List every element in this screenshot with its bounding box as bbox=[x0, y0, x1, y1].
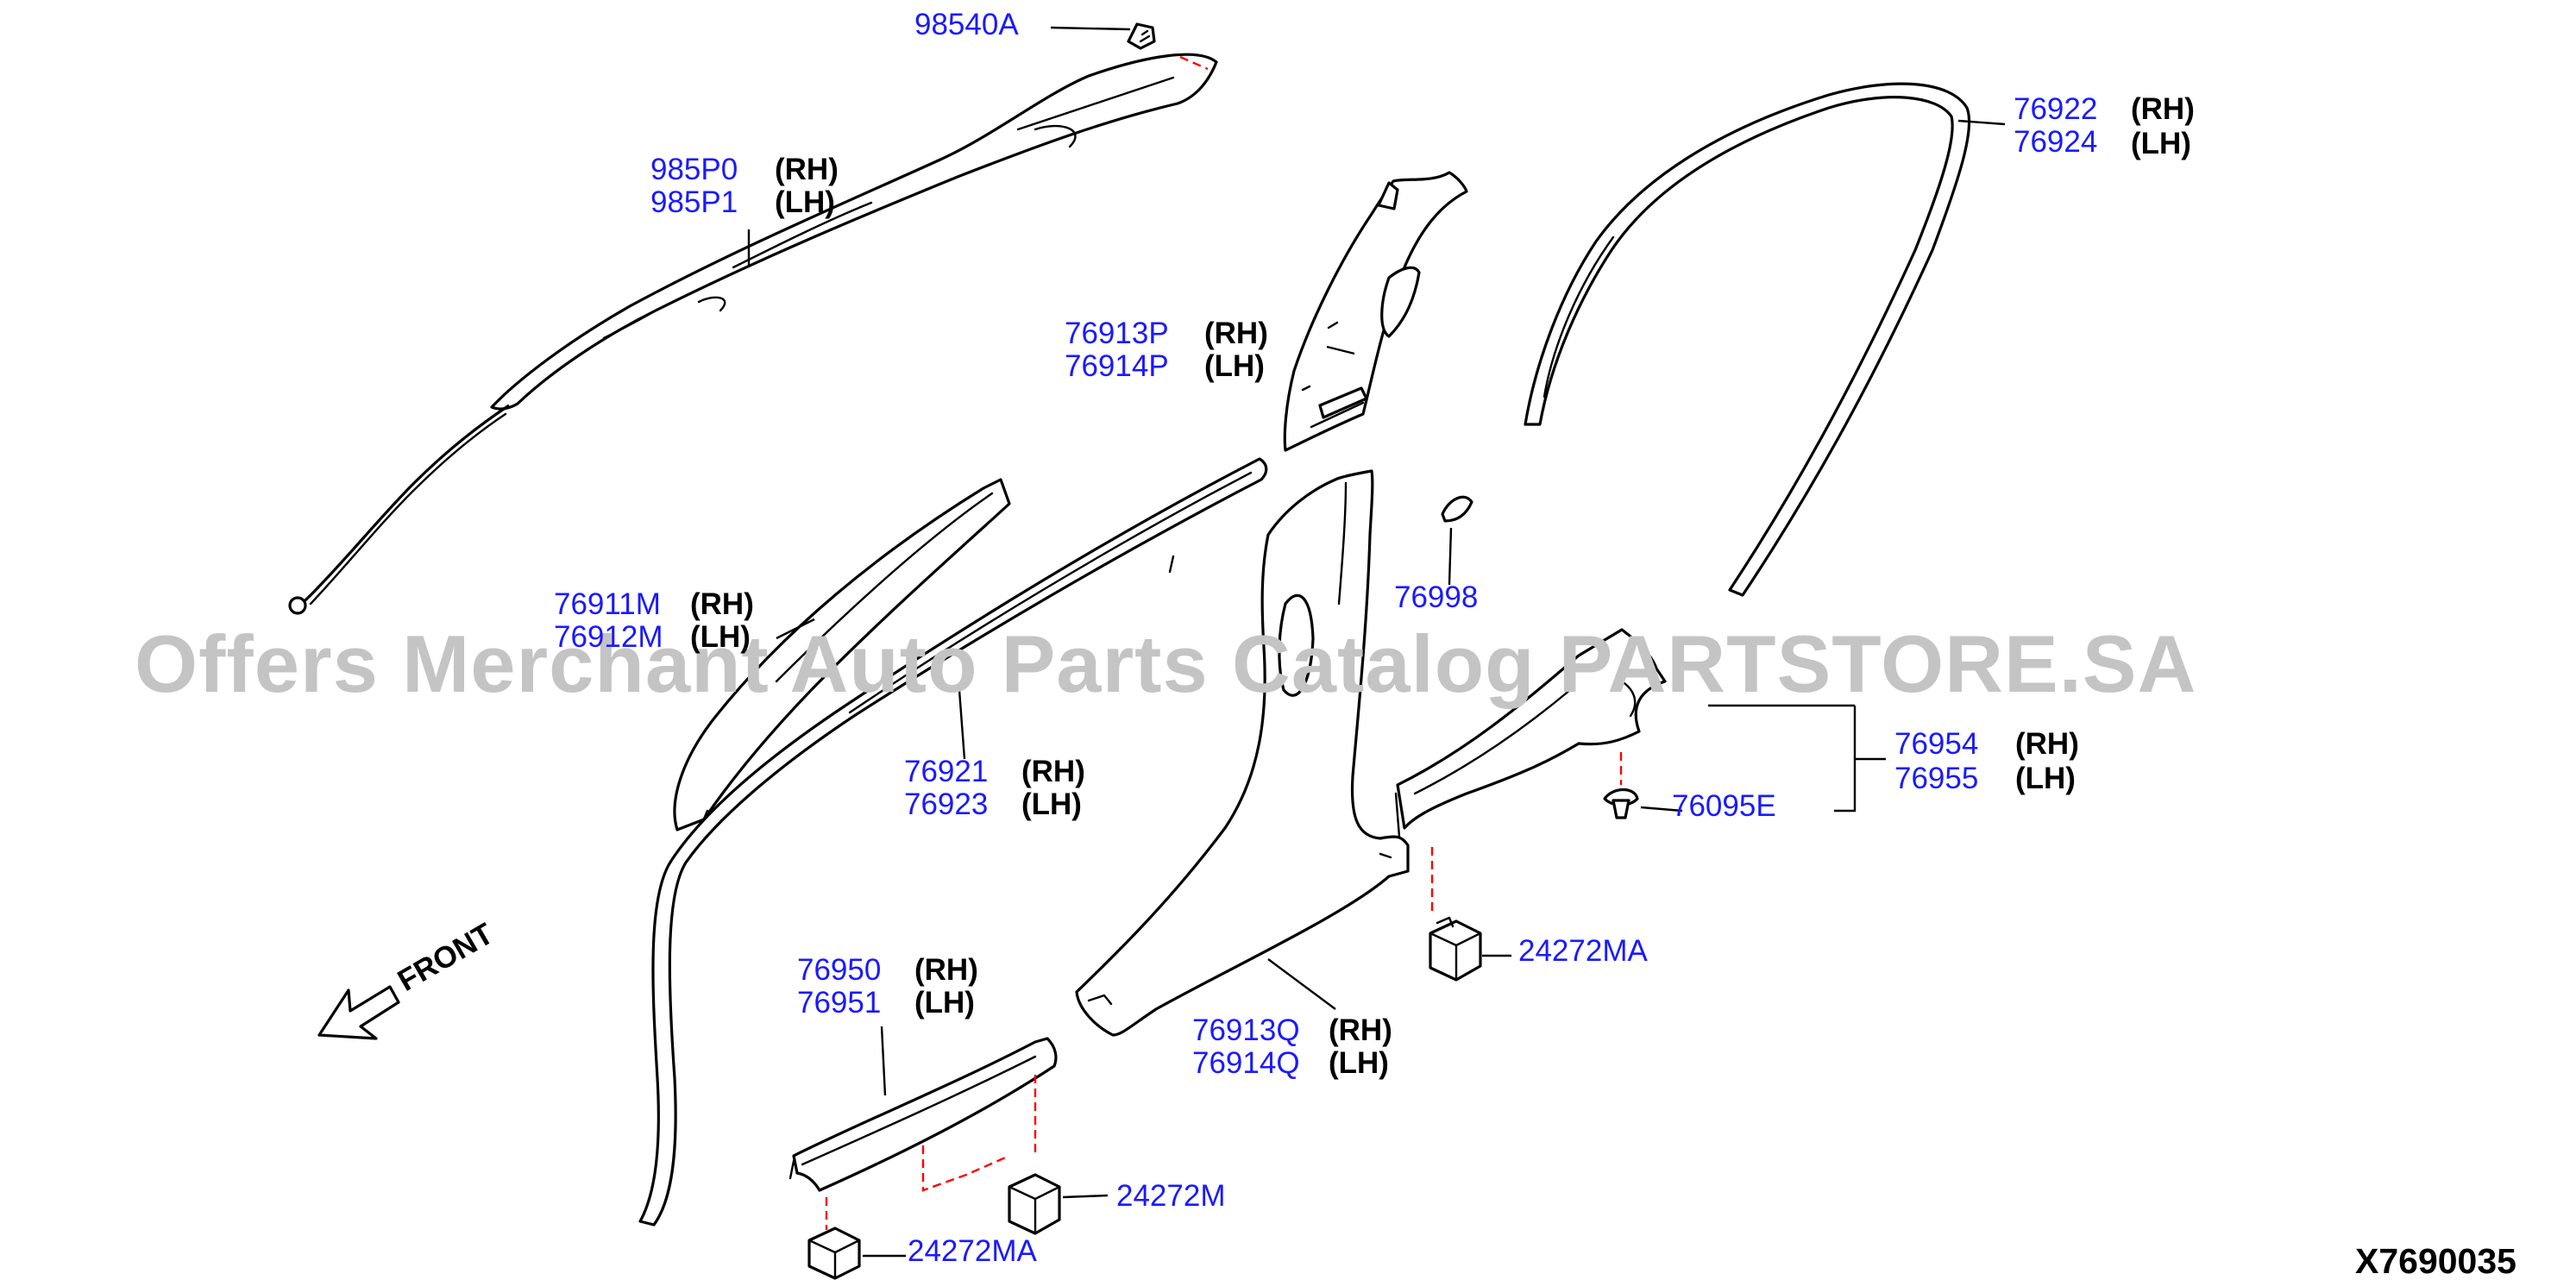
part-number-lh: 76924 bbox=[2014, 125, 2097, 159]
upper-b-pillar-trim-part bbox=[1283, 171, 1468, 452]
side-rh: (RH) bbox=[914, 953, 978, 987]
side-rh: (RH) bbox=[1329, 1013, 1392, 1047]
side-lh: (LH) bbox=[1204, 349, 1265, 383]
part-number: 98540A bbox=[914, 8, 1019, 41]
clip-24272MA-bottom-part bbox=[807, 1227, 861, 1280]
callout-76913Q: 76913Q (RH) 76914Q (LH) bbox=[1192, 1013, 1392, 1080]
part-number-lh: 985P1 bbox=[650, 185, 738, 219]
push-clip-76095E-part bbox=[1603, 787, 1639, 819]
clip-24272MA-right-part bbox=[1429, 916, 1482, 982]
part-number-lh: 76912M bbox=[554, 620, 663, 654]
callout-76921: 76921 (RH) 76923 (LH) bbox=[904, 755, 1085, 821]
callout-24272MA-bottom: 24272MA bbox=[908, 1234, 1037, 1268]
callout-76922: 76922 (RH) 76924 (LH) bbox=[2014, 92, 2195, 160]
part-number-lh: 76914Q bbox=[1192, 1046, 1300, 1080]
leader-lines bbox=[747, 26, 2006, 1258]
callout-98540A: 98540A bbox=[914, 8, 1019, 41]
part-number-rh: 76913P bbox=[1065, 317, 1169, 350]
side-lh: (LH) bbox=[775, 185, 835, 219]
side-lh: (LH) bbox=[2131, 127, 2191, 160]
part-number-rh: 76922 bbox=[2014, 92, 2097, 126]
side-lh: (LH) bbox=[690, 620, 751, 654]
fastener-locator-lines bbox=[825, 55, 1623, 1230]
side-lh: (LH) bbox=[2015, 762, 2076, 795]
callout-76998: 76998 bbox=[1394, 580, 1478, 614]
callout-24272M: 24272M bbox=[1116, 1179, 1225, 1213]
watermark: Offers Merchant Auto Parts Catalog PARTS… bbox=[135, 618, 2196, 709]
clip-76998-part bbox=[1441, 495, 1473, 523]
side-rh: (RH) bbox=[1021, 755, 1085, 788]
callout-76950: 76950 (RH) 76951 (LH) bbox=[797, 953, 978, 1020]
callout-76954: 76954 (RH) 76955 (LH) bbox=[1894, 727, 2079, 795]
side-rh: (RH) bbox=[775, 153, 839, 186]
front-label: FRONT bbox=[393, 917, 499, 998]
side-rh: (RH) bbox=[2015, 727, 2079, 761]
front-weatherstrip-part bbox=[638, 457, 1268, 1227]
front-direction-arrow: FRONT bbox=[317, 917, 499, 1040]
callout-24272MA-right: 24272MA bbox=[1518, 934, 1648, 968]
a-pillar-garnish-part bbox=[673, 478, 1011, 831]
callout-76911M: 76911M (RH) 76912M (LH) bbox=[554, 587, 754, 654]
front-kicking-plate-part bbox=[789, 1037, 1058, 1192]
part-number-rh: 76913Q bbox=[1192, 1013, 1300, 1047]
part-number-lh: 76951 bbox=[797, 986, 881, 1020]
rear-weatherstrip-part bbox=[1524, 82, 1971, 597]
callout-985P0: 985P0 (RH) 985P1 (LH) bbox=[650, 153, 839, 219]
side-lh: (LH) bbox=[914, 986, 975, 1020]
part-number-rh: 76950 bbox=[797, 953, 881, 987]
side-lh: (LH) bbox=[1329, 1046, 1389, 1080]
side-lh: (LH) bbox=[1021, 787, 1082, 821]
rear-kicking-plate-part bbox=[1394, 628, 1667, 838]
side-rh: (RH) bbox=[2131, 92, 2195, 126]
part-number-rh: 76954 bbox=[1894, 727, 1978, 761]
part-number-lh: 76914P bbox=[1065, 349, 1169, 383]
part-number: 24272MA bbox=[1518, 934, 1648, 968]
part-number: 24272M bbox=[1116, 1179, 1225, 1213]
curtain-airbag-part bbox=[288, 53, 1218, 615]
part-number-rh: 76921 bbox=[904, 755, 988, 788]
clip-24272M-part bbox=[1008, 1173, 1061, 1235]
part-number-rh: 985P0 bbox=[650, 153, 738, 186]
b-pillar-lower-trim-part bbox=[1075, 469, 1410, 1037]
part-number: 76095E bbox=[1672, 789, 1776, 823]
side-rh: (RH) bbox=[690, 587, 754, 621]
bolt-98540A-part bbox=[1127, 22, 1156, 50]
side-rh: (RH) bbox=[1204, 317, 1268, 350]
part-number: 24272MA bbox=[908, 1234, 1037, 1268]
part-number-lh: 76923 bbox=[904, 787, 988, 821]
part-number-rh: 76911M bbox=[554, 587, 661, 621]
diagram-code: X7690035 bbox=[2355, 1241, 2516, 1280]
callout-76095E: 76095E bbox=[1672, 789, 1776, 823]
part-number: 76998 bbox=[1394, 580, 1478, 614]
callout-76913P: 76913P (RH) 76914P (LH) bbox=[1065, 317, 1268, 383]
part-number-lh: 76955 bbox=[1894, 762, 1978, 795]
